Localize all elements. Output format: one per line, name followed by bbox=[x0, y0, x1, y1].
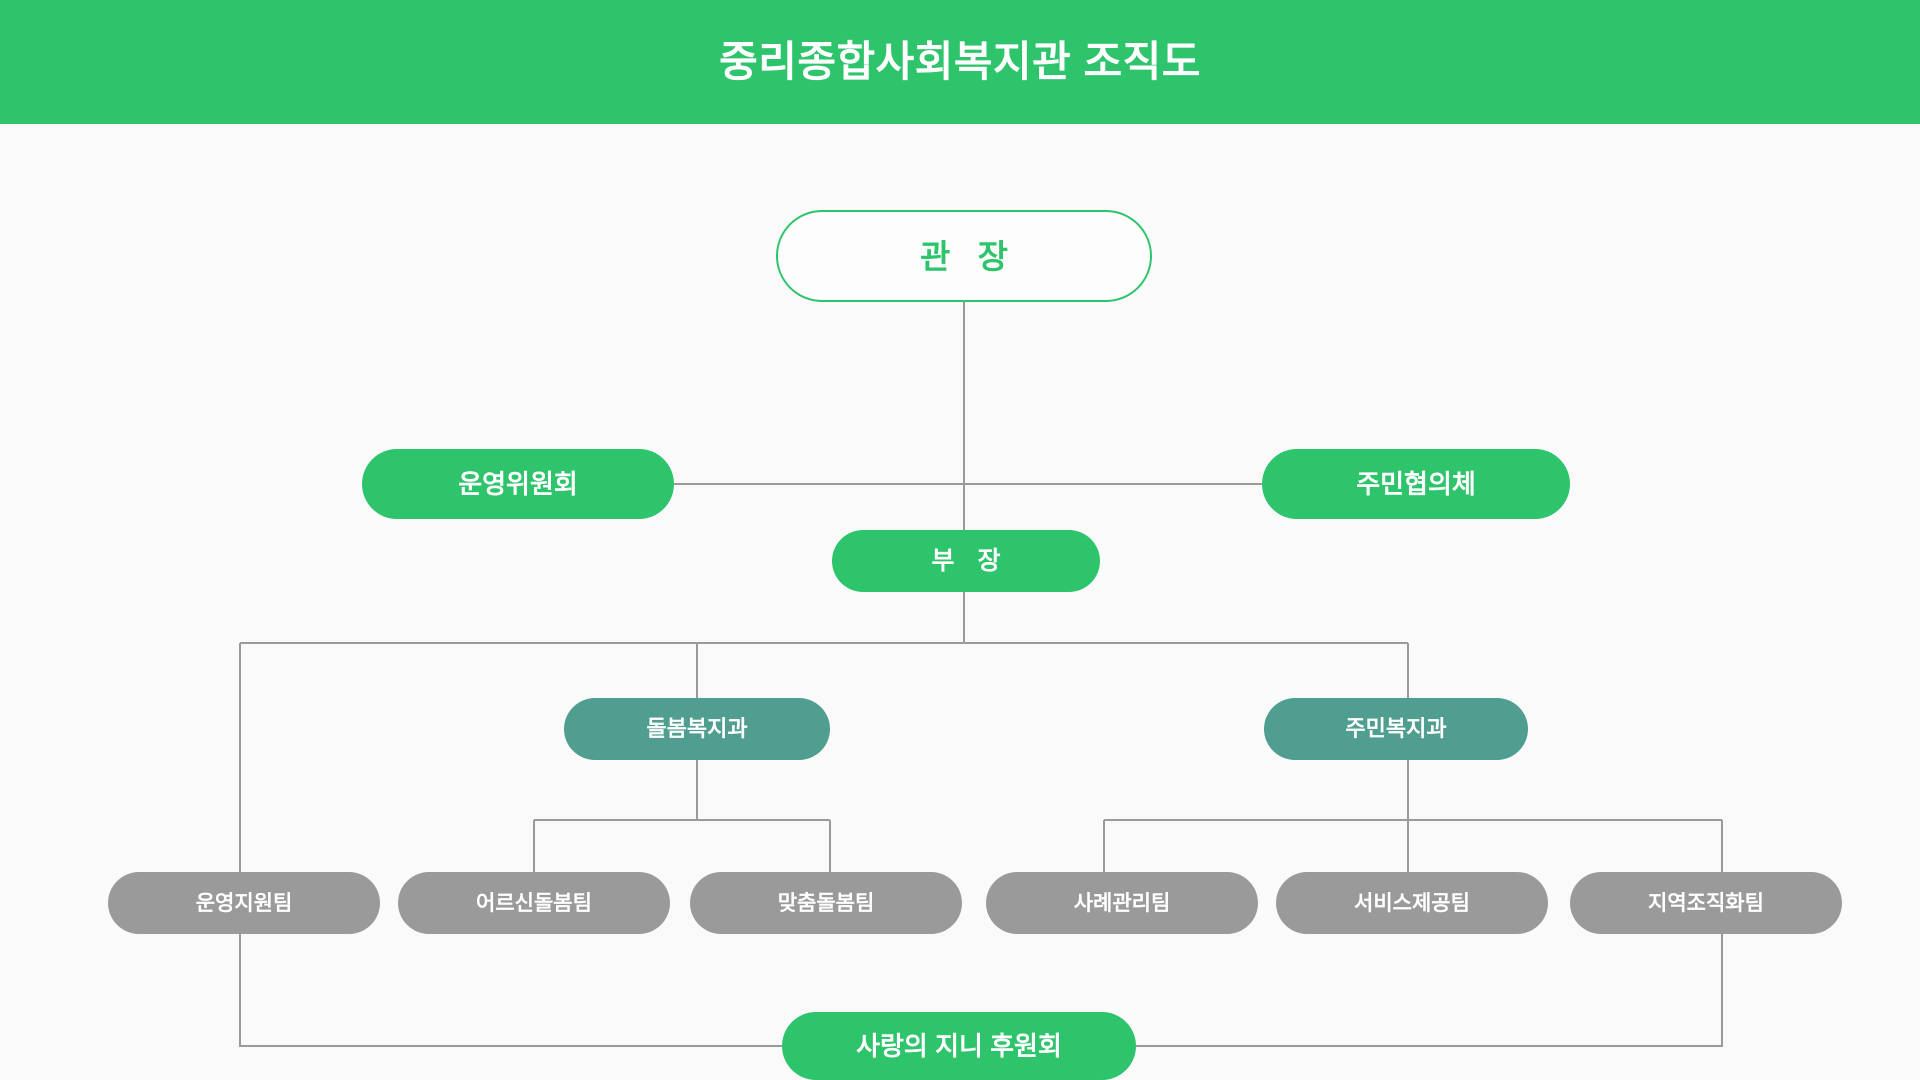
edge-team5-sponsor bbox=[1136, 934, 1723, 1047]
node-team-customized-care-label: 맞춤돌봄팀 bbox=[777, 891, 875, 915]
page-header: 중리종합사회복지관 조직도 bbox=[0, 0, 1920, 124]
node-team-elderly-care-label: 어르신돌봄팀 bbox=[476, 891, 592, 915]
node-team-community-organizing-label: 지역조직화팀 bbox=[1648, 891, 1764, 915]
node-team-operations-support-label: 운영지원팀 bbox=[195, 891, 293, 915]
edge-team0-sponsor bbox=[239, 934, 782, 1047]
node-department-care-label: 돌봄복지과 bbox=[646, 716, 748, 741]
org-chart-canvas: 관 장 운영위원회 주민협의체 부 장 돌봄복지과 주민복지과 운영지원팀 어르… bbox=[0, 124, 1920, 1080]
node-team-community-organizing[interactable]: 지역조직화팀 bbox=[1570, 872, 1842, 934]
node-general-manager[interactable]: 부 장 bbox=[832, 530, 1100, 592]
node-director-label: 관 장 bbox=[920, 237, 1017, 275]
node-team-elderly-care[interactable]: 어르신돌봄팀 bbox=[398, 872, 670, 934]
node-sponsor-association[interactable]: 사랑의 지니 후원회 bbox=[782, 1012, 1136, 1080]
node-sponsor-association-label: 사랑의 지니 후원회 bbox=[856, 1031, 1062, 1061]
node-department-care[interactable]: 돌봄복지과 bbox=[564, 698, 830, 760]
node-general-manager-label: 부 장 bbox=[931, 546, 1009, 575]
node-residents-council[interactable]: 주민협의체 bbox=[1262, 449, 1570, 519]
node-team-case-management-label: 사례관리팀 bbox=[1073, 891, 1171, 915]
node-team-operations-support[interactable]: 운영지원팀 bbox=[108, 872, 380, 934]
node-team-customized-care[interactable]: 맞춤돌봄팀 bbox=[690, 872, 962, 934]
node-team-service-provision-label: 서비스제공팀 bbox=[1354, 891, 1470, 915]
node-department-resident[interactable]: 주민복지과 bbox=[1264, 698, 1528, 760]
node-residents-council-label: 주민협의체 bbox=[1356, 469, 1476, 499]
connector-lines bbox=[239, 302, 1723, 1047]
node-team-case-management[interactable]: 사례관리팀 bbox=[986, 872, 1258, 934]
node-steering-committee[interactable]: 운영위원회 bbox=[362, 449, 674, 519]
node-steering-committee-label: 운영위원회 bbox=[458, 469, 578, 499]
node-team-service-provision[interactable]: 서비스제공팀 bbox=[1276, 872, 1548, 934]
page-title: 중리종합사회복지관 조직도 bbox=[719, 38, 1201, 85]
node-department-resident-label: 주민복지과 bbox=[1345, 716, 1447, 741]
node-director[interactable]: 관 장 bbox=[776, 210, 1152, 302]
